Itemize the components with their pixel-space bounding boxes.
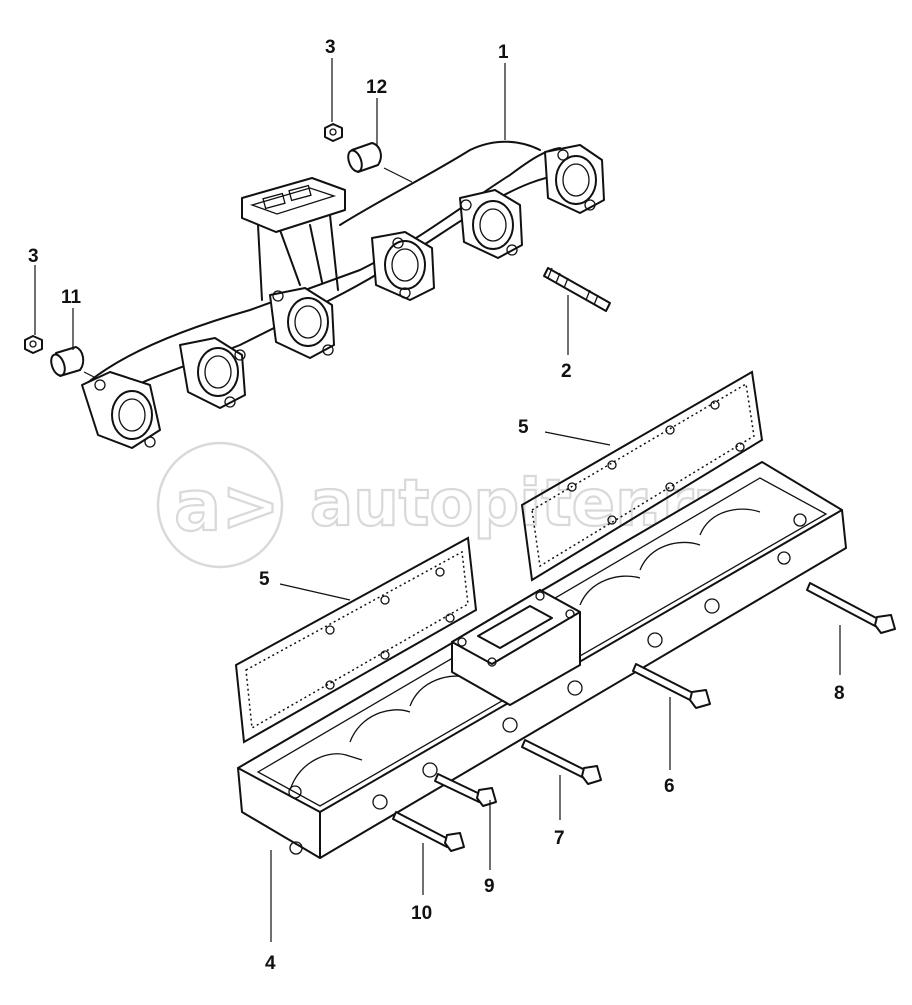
callout-10: 10 (411, 903, 432, 924)
upper-exhaust-manifold (81, 140, 605, 449)
nut-upper (324, 123, 343, 142)
nut-lower (24, 335, 43, 354)
port-flange (544, 144, 605, 214)
port-flange (371, 231, 435, 301)
stud (543, 267, 611, 312)
bolt-8 (806, 582, 896, 634)
intake-manifold-body (237, 461, 847, 859)
callout-12: 12 (366, 77, 387, 98)
callout-3-upper: 3 (325, 37, 336, 58)
watermark-circle (156, 441, 284, 569)
callout-11: 11 (61, 287, 82, 308)
bolt-6 (632, 663, 711, 709)
port-flange (179, 337, 246, 409)
callout-5-right: 5 (518, 417, 529, 438)
spacer-upper (347, 142, 382, 173)
callout-8: 8 (834, 683, 845, 704)
callout-3-lower: 3 (28, 246, 39, 267)
callout-1: 1 (498, 42, 509, 63)
callout-5-left: 5 (259, 569, 270, 590)
port-flange (81, 371, 161, 449)
bolt-9 (434, 773, 497, 807)
callout-9: 9 (484, 876, 495, 897)
port-flange (459, 189, 523, 259)
watermark-logo-mark: a> (174, 465, 280, 547)
callout-2: 2 (561, 361, 572, 382)
bolt-7 (521, 739, 602, 785)
spacer-lower (50, 346, 85, 377)
port-flange (269, 287, 335, 359)
callout-4: 4 (265, 953, 276, 974)
callout-6: 6 (664, 776, 675, 797)
bolt-10 (392, 811, 465, 852)
callout-7: 7 (554, 828, 565, 849)
callout-labels: 1 2 3 3 4 5 5 6 7 8 9 10 11 12 (28, 37, 845, 974)
gasket-right (520, 370, 764, 582)
leader-lines (34, 58, 841, 942)
gasket-left (234, 536, 478, 744)
